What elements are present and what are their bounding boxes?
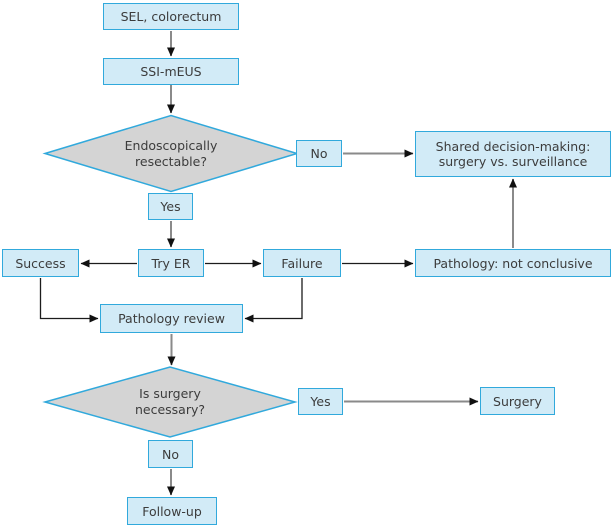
edge-success-to-pathology-review: [39, 278, 99, 323]
node-no-bottom: No: [148, 440, 193, 468]
node-success: Success: [2, 249, 79, 277]
node-pathology-review: Pathology review: [100, 304, 243, 333]
diamond-is-surgery-necessary: [42, 366, 298, 438]
node-sel-colorectum: SEL, colorectum: [103, 3, 239, 30]
node-yes-top: Yes: [148, 193, 193, 220]
node-ssi-meus: SSI-mEUS: [103, 58, 239, 85]
node-yes-bottom: Yes: [298, 388, 343, 415]
node-follow-up: Follow-up: [127, 497, 217, 525]
label-endoscopically-resectable: Endoscopically resectable?: [125, 138, 218, 170]
node-no-top: No: [296, 140, 342, 167]
is-surgery-necessary-line1: Is surgery: [139, 386, 201, 401]
node-surgery: Surgery: [480, 387, 555, 415]
label-is-surgery-necessary: Is surgery necessary?: [135, 386, 205, 418]
node-try-er: Try ER: [138, 249, 204, 277]
shared-decision-line1: Shared decision-making:: [435, 139, 591, 154]
node-failure: Failure: [263, 249, 341, 277]
edge-failure-to-pathology-review: [244, 278, 303, 323]
shared-decision-line2: surgery vs. surveillance: [438, 154, 588, 169]
node-shared-decision: Shared decision-making: surgery vs. surv…: [415, 131, 611, 177]
is-surgery-necessary-line2: necessary?: [134, 402, 206, 417]
endoscopically-resectable-line1: Endoscopically: [124, 137, 218, 153]
endoscopically-resectable-line2: resectable?: [135, 153, 207, 169]
node-pathology-not-conclusive: Pathology: not conclusive: [415, 249, 611, 277]
